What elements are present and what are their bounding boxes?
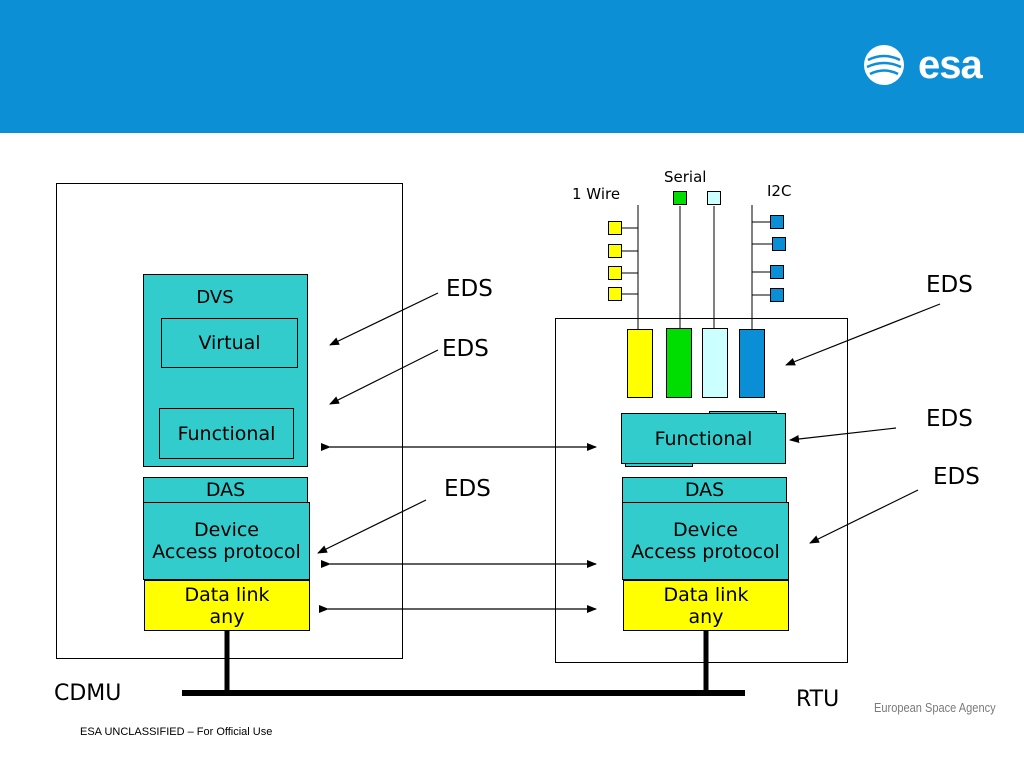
- rtu-functional-box: Functional: [621, 413, 786, 464]
- dvs-label: DVS: [196, 287, 234, 308]
- eds-arrow-2: [329, 349, 439, 405]
- rtu-label: RTU: [796, 687, 840, 712]
- one-wire-device: [608, 287, 622, 301]
- rtu-das-label: DAS: [684, 479, 725, 501]
- virtual-box: Virtual: [161, 318, 298, 368]
- cdmu-datalink-line1: Data link: [184, 583, 270, 606]
- rtu-serial-interface-cyan: [702, 328, 728, 398]
- esa-logo-text: esa: [918, 43, 983, 87]
- eds-arrow-1: [329, 292, 439, 346]
- one-wire-device: [608, 266, 622, 280]
- i2c-device: [772, 237, 786, 251]
- serial-label: Serial: [664, 168, 707, 186]
- cdmu-frame: [56, 183, 403, 659]
- cdmu-das-label: DAS: [205, 479, 246, 501]
- rtu-frame: [555, 318, 848, 663]
- eds-arrow-6: [809, 489, 919, 544]
- eds-label: EDS: [926, 406, 973, 432]
- eds-label: EDS: [444, 476, 491, 502]
- rtu-datalink-line2: any: [688, 605, 724, 628]
- rtu-device-access-box: Device Access protocol: [622, 502, 789, 580]
- eds-arrow-3: [317, 499, 427, 554]
- i2c-device: [770, 265, 784, 279]
- rtu-functional-label: Functional: [654, 427, 753, 450]
- esa-globe-icon: [864, 45, 904, 85]
- cdmu-device-line1: Device: [194, 519, 259, 541]
- i2c-device: [770, 215, 784, 229]
- i2c-device: [770, 288, 784, 302]
- footer-classification: ESA UNCLASSIFIED – For Official Use: [80, 726, 273, 738]
- one-wire-device: [608, 221, 622, 235]
- serial-device-green: [673, 191, 687, 205]
- footer-agency-name: European Space Agency: [874, 700, 996, 715]
- rtu-datalink-box: Data link any: [623, 580, 789, 631]
- eds-label: EDS: [926, 272, 973, 298]
- rtu-datalink-line1: Data link: [663, 583, 749, 606]
- one-wire-device: [608, 244, 622, 258]
- eds-label: EDS: [442, 336, 489, 362]
- cdmu-device-access-box: Device Access protocol: [143, 502, 310, 580]
- rtu-das-box: DAS: [622, 477, 787, 503]
- one-wire-label: 1 Wire: [572, 185, 621, 203]
- virtual-label: Virtual: [198, 332, 261, 354]
- cdmu-datalink-box: Data link any: [144, 580, 310, 631]
- cdmu-datalink-line2: any: [209, 605, 245, 628]
- rtu-one-wire-interface: [627, 329, 653, 398]
- cdmu-label: CDMU: [54, 681, 122, 706]
- cdmu-functional-label: Functional: [177, 422, 276, 445]
- eds-arrow-4: [785, 303, 941, 366]
- cdmu-device-line2: Access protocol: [152, 541, 301, 563]
- cdmu-das-box: DAS: [143, 477, 308, 503]
- rtu-device-line1: Device: [673, 519, 738, 541]
- rtu-serial-interface-green: [666, 328, 692, 398]
- rtu-i2c-interface: [739, 329, 765, 398]
- eds-arrow-5: [789, 427, 897, 443]
- i2c-label: I2C: [767, 182, 792, 200]
- eds-label: EDS: [446, 276, 493, 302]
- serial-device-cyan: [707, 191, 721, 205]
- header-bar: [0, 0, 1024, 133]
- eds-label: EDS: [933, 464, 980, 490]
- rtu-device-line2: Access protocol: [631, 541, 780, 563]
- cdmu-functional-box: Functional: [159, 408, 294, 459]
